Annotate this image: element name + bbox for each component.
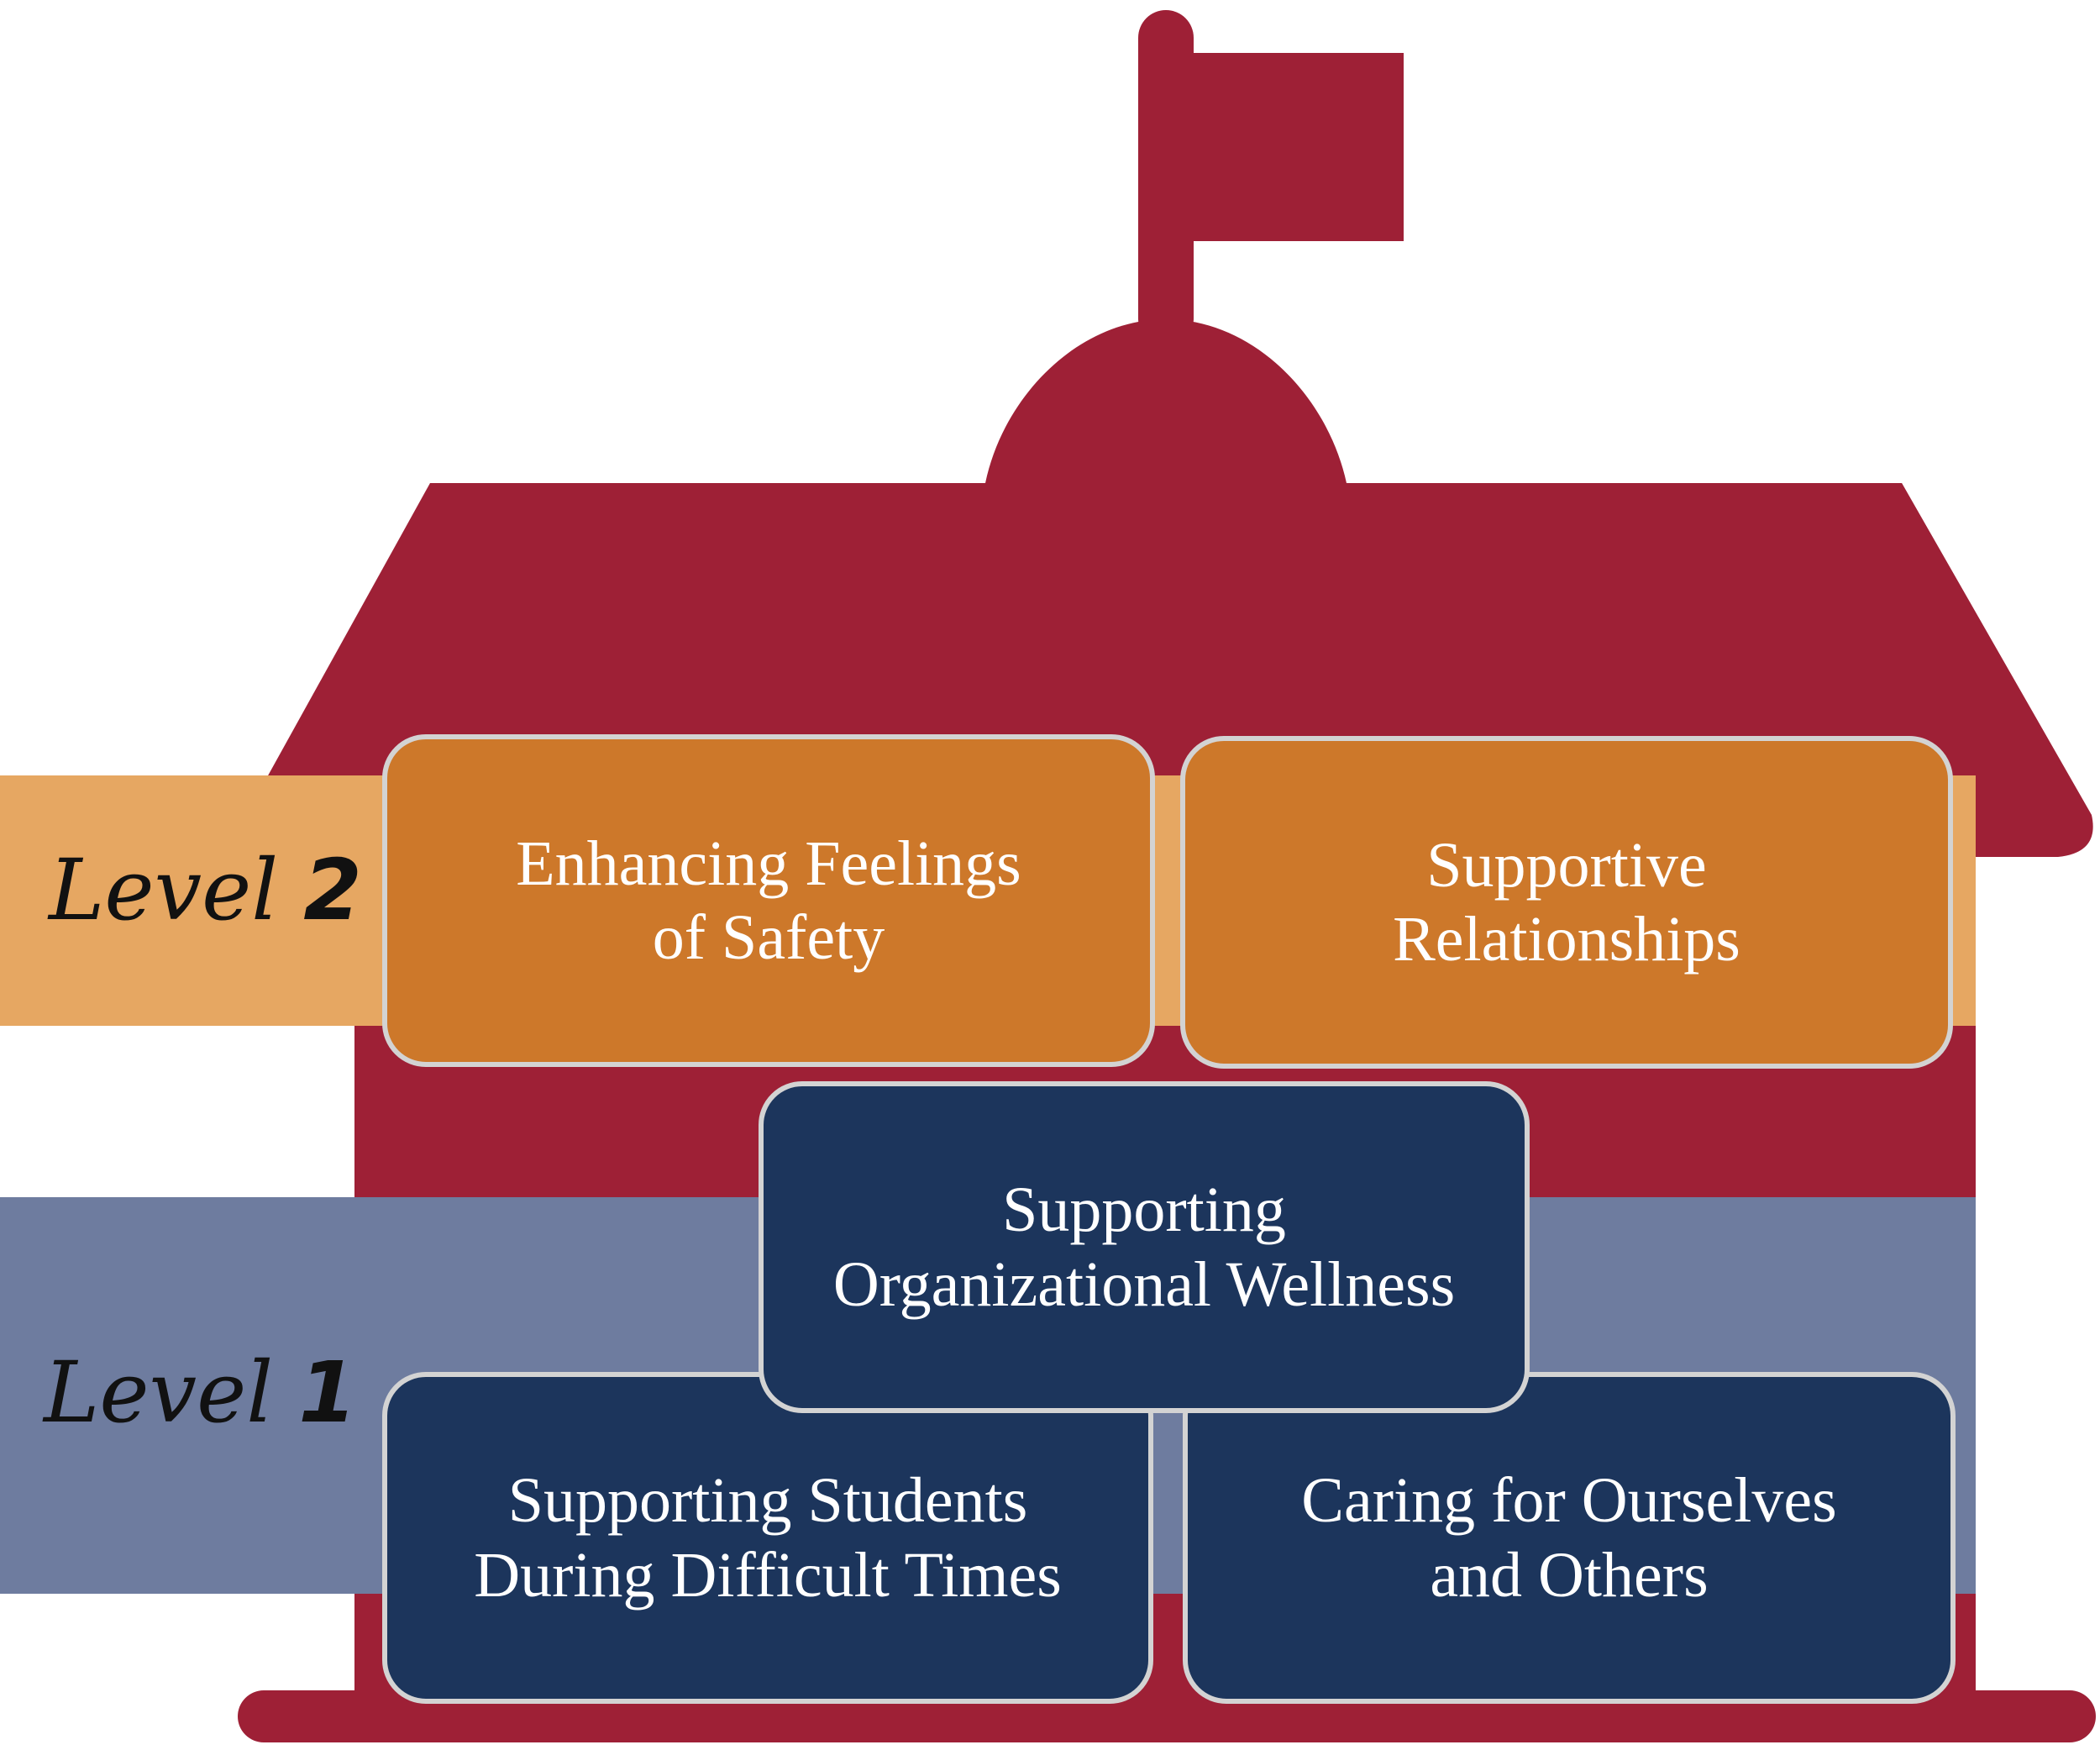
box-relationships-line2: Relationships (1393, 904, 1740, 975)
flag (1193, 53, 1404, 241)
box-org-wellness-line1: Supporting (1002, 1175, 1286, 1246)
level1-number: 1 (298, 1343, 357, 1442)
level2-word: Level (49, 841, 279, 939)
box-caring-line1: Caring for Ourselves (1301, 1465, 1837, 1537)
box-supporting-organizational-wellness: Supporting Organizational Wellness (759, 1081, 1530, 1413)
flag-pole (1138, 10, 1194, 346)
box-relationships-line1: Supportive (1426, 829, 1707, 901)
box-enhancing-feelings-of-safety: Enhancing Feelings of Safety (382, 734, 1155, 1067)
cupola-dome (985, 319, 1347, 483)
box-caring-line2: and Others (1430, 1539, 1709, 1611)
box-supportive-relationships: Supportive Relationships (1180, 736, 1953, 1069)
box-safety-line1: Enhancing Feelings (516, 828, 1021, 899)
level2-number: 2 (303, 841, 362, 939)
box-org-wellness-line2: Organizational Wellness (832, 1248, 1456, 1320)
box-students-line1: Supporting Students (507, 1465, 1028, 1537)
box-caring-for-ourselves: Caring for Ourselves and Others (1183, 1372, 1956, 1704)
level1-word: Level (44, 1343, 274, 1442)
box-supporting-students: Supporting Students During Difficult Tim… (382, 1372, 1153, 1704)
box-students-line2: During Difficult Times (474, 1539, 1062, 1611)
box-safety-line2: of Safety (652, 902, 885, 973)
